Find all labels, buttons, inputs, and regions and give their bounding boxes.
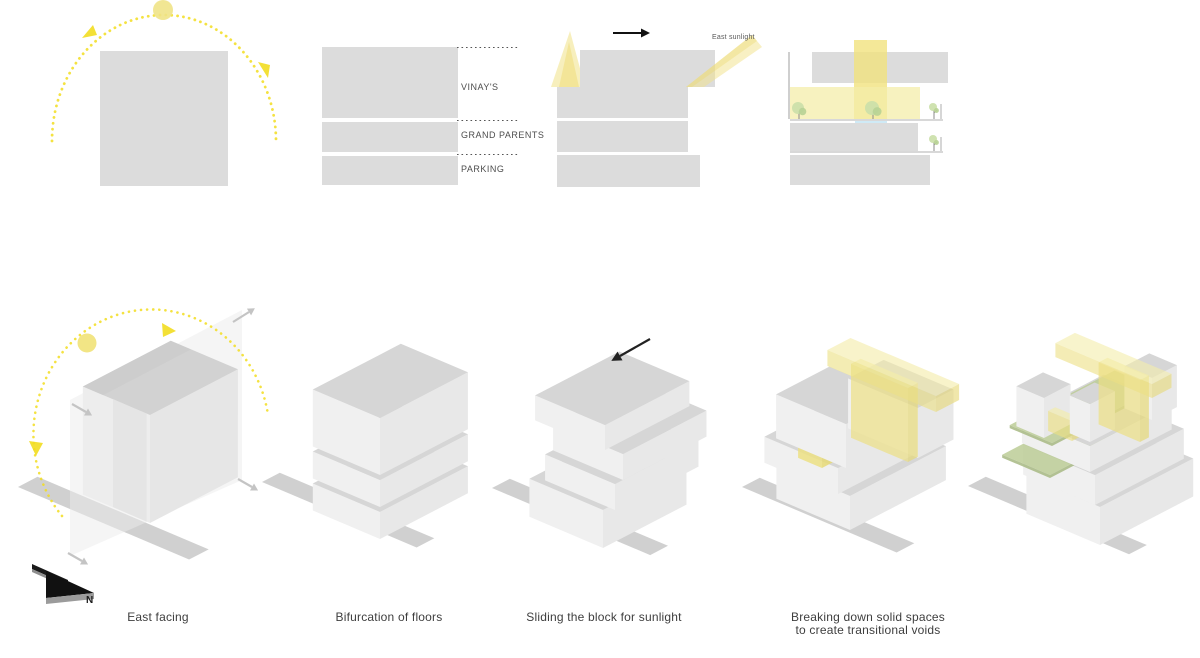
label-vinays: VINAY'S (461, 82, 499, 92)
bifurcation-massing-diagram (262, 343, 468, 548)
label-east-sunlight: East sunlight (712, 34, 755, 41)
label-parking: PARKING (461, 164, 505, 174)
label-north: N (86, 595, 94, 606)
caption-sliding: Sliding the block for sunlight (526, 610, 682, 624)
caption-east-facing: East facing (127, 610, 189, 624)
caption-breaking: Breaking down solid spaces to create tra… (791, 611, 945, 637)
east-facing-massing-diagram (18, 308, 270, 604)
label-grandparents: GRAND PARENTS (461, 130, 545, 140)
final-massing-diagram (968, 332, 1194, 555)
sun-path-plan-diagram (50, 0, 278, 186)
sliding-massing-diagram (492, 338, 707, 556)
caption-bifurcation: Bifurcation of floors (335, 610, 443, 624)
caption-breaking-line2: to create transitional voids (795, 623, 941, 637)
light-void-section-diagram (788, 40, 948, 185)
voids-massing-diagram (742, 338, 960, 553)
caption-breaking-line1: Breaking down solid spaces (791, 610, 945, 624)
program-stack-diagram (322, 46, 518, 185)
east-sunlight-section-diagram (551, 28, 762, 187)
